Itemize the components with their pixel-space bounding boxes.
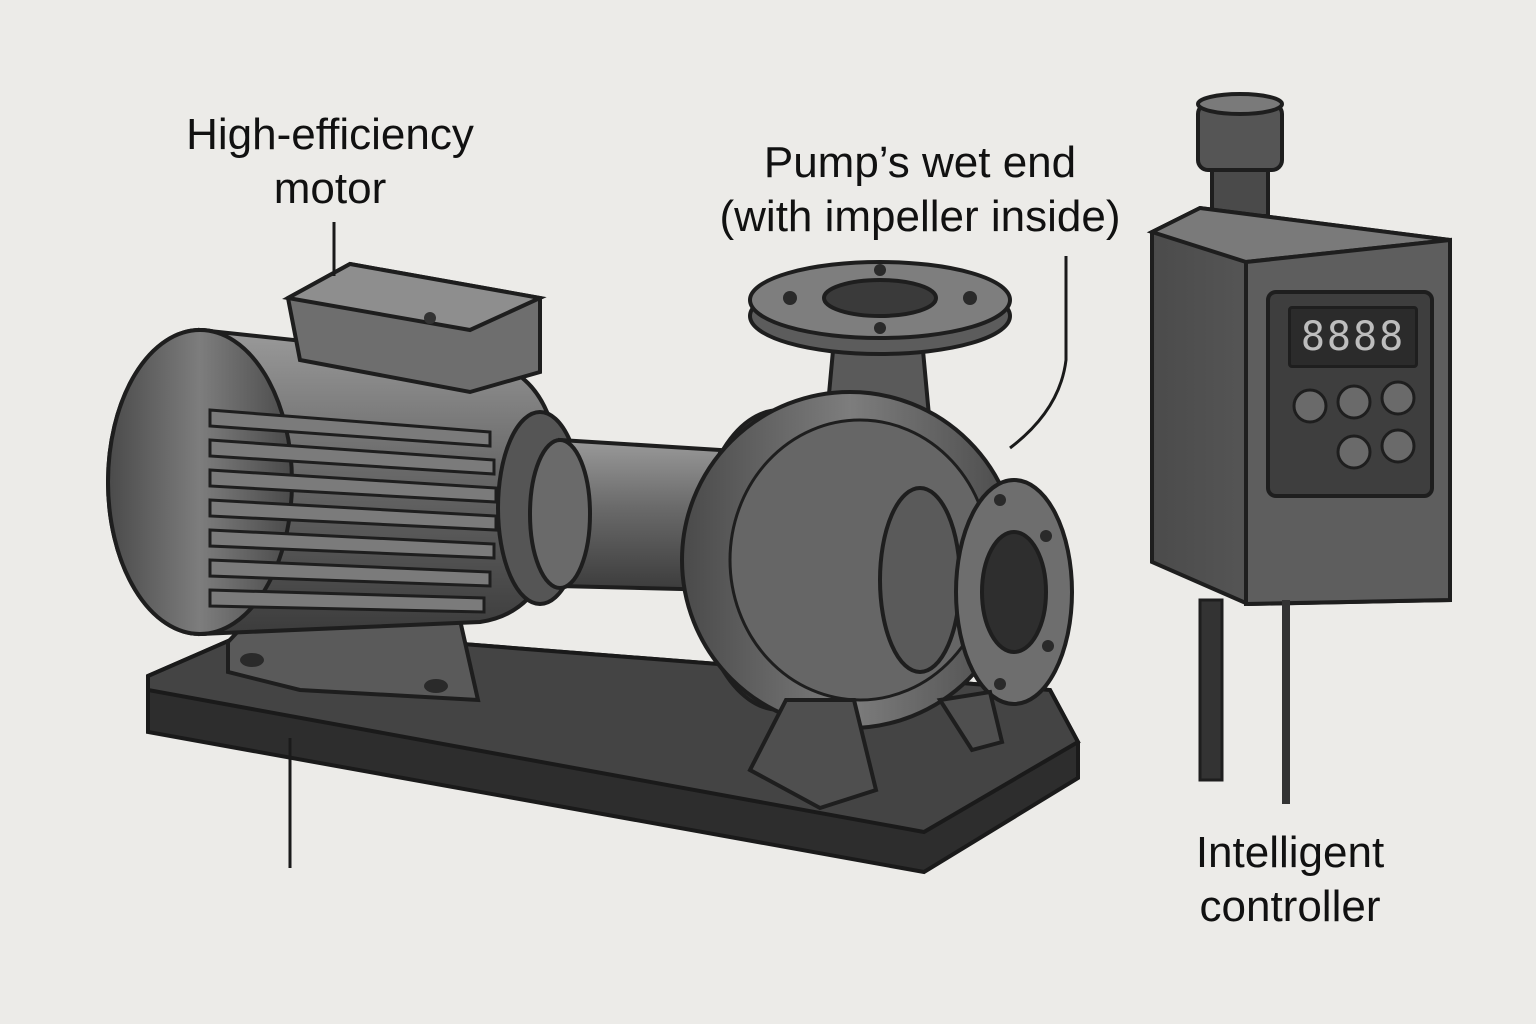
label-motor-line2: motor — [273, 164, 387, 213]
display-readout: 8888 — [1300, 314, 1406, 360]
terminal-box — [282, 261, 547, 395]
label-wet-end-line2: (with impeller inside) — [719, 192, 1121, 241]
leader-lines — [288, 222, 1068, 868]
controller-display: 8888 — [1288, 306, 1418, 368]
label-controller-line1: Intelligent — [1195, 828, 1385, 877]
shaft-coupling — [528, 437, 722, 593]
label-motor: High-efficiency motor — [160, 108, 500, 216]
leader-wet-end — [1009, 256, 1068, 450]
label-wet-end: Pump’s wet end (with impeller inside) — [700, 136, 1140, 244]
label-controller-line2: controller — [1199, 882, 1381, 931]
motor-body — [106, 327, 584, 637]
label-wet-end-line1: Pump’s wet end — [763, 138, 1077, 187]
label-motor-line1: High-efficiency — [186, 110, 474, 159]
pump-wet-end — [680, 260, 1074, 811]
label-controller: Intelligent controller — [1160, 826, 1420, 934]
intelligent-controller — [1146, 92, 1452, 804]
